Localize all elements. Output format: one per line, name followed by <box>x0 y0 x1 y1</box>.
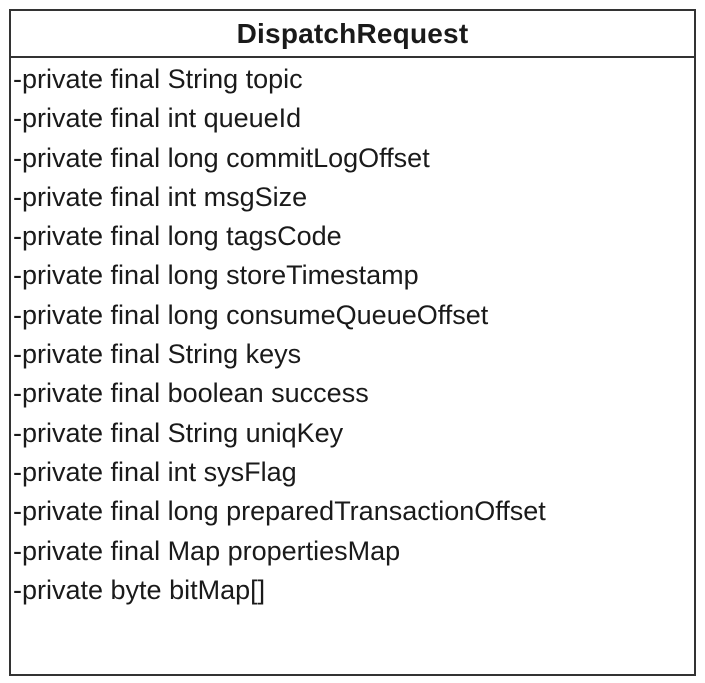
attribute-topic: -private final String topic <box>13 64 303 94</box>
attribute-prepared-transaction-offset: -private final long preparedTransactionO… <box>13 496 546 527</box>
attribute-bit-map: -private byte bitMap[] <box>13 574 266 605</box>
attribute-store-timestamp: -private final long storeTimestamp <box>13 260 419 291</box>
attribute-consume-queue-offset: -private final long consumeQueueOffset <box>13 299 489 330</box>
attribute-tags-code: -private final long tagsCode <box>13 221 342 252</box>
attribute-keys: -private final String keys <box>13 339 302 370</box>
attribute-msg-size: -private final int msgSize <box>13 181 308 212</box>
class-header: DispatchRequest <box>11 11 694 58</box>
attribute-success: -private final boolean success <box>13 378 369 409</box>
uml-class-box: DispatchRequest -private final String to… <box>9 9 696 676</box>
attribute-uniq-key: -private final String uniqKey <box>13 417 344 448</box>
attribute-queue-id: -private final int queueId <box>13 103 302 134</box>
attribute-properties-map: -private final Map propertiesMap <box>13 535 401 566</box>
attribute-commit-log-offset: -private final long commitLogOffset <box>13 142 430 173</box>
attribute-sys-flag: -private final int sysFlag <box>13 456 297 487</box>
class-name: DispatchRequest <box>236 17 469 49</box>
attribute-list: -private final String topic -private fin… <box>11 58 694 610</box>
